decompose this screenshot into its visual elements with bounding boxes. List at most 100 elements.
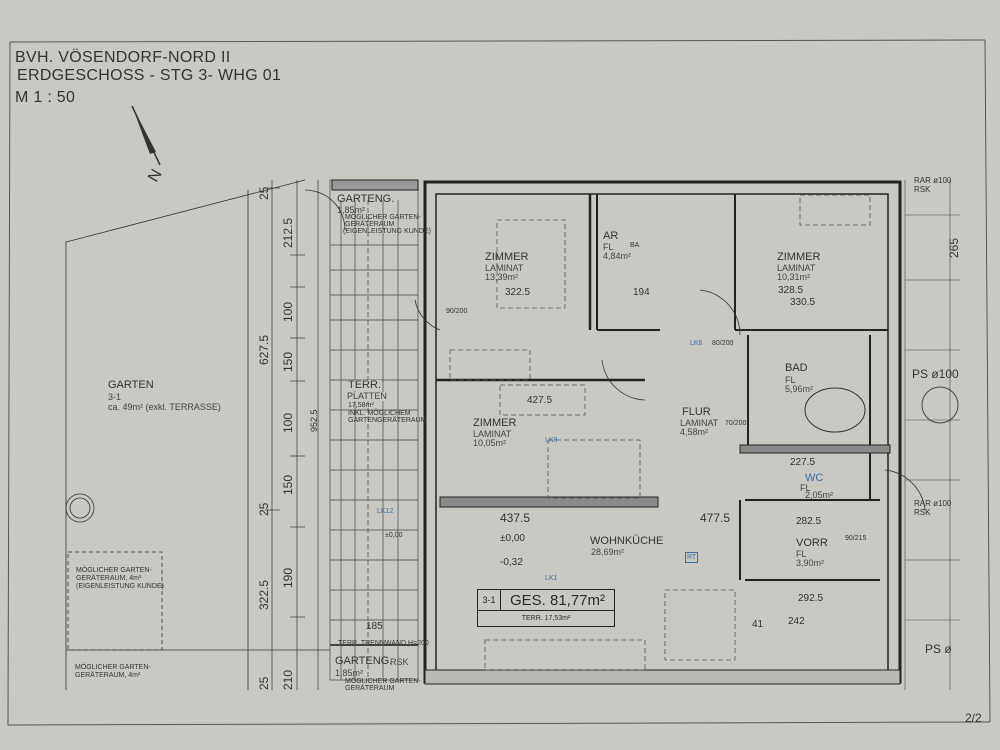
scale-label: M 1 : 50	[15, 89, 76, 106]
room-area: 10,05m²	[473, 438, 507, 448]
room-floor: LAMINAT	[680, 418, 719, 428]
shed-wall-hatch	[331, 179, 419, 191]
door-size-label: 90/215	[845, 535, 867, 542]
dimension-label: 25	[257, 676, 271, 690]
floor-level: ±0,00	[500, 533, 525, 544]
garden-name: GARTEN	[108, 379, 154, 391]
room-floor: FL	[785, 375, 796, 385]
rar-label: RAR ø100	[914, 499, 952, 508]
dimension-label: 100	[281, 412, 295, 433]
garden-outline	[65, 179, 330, 690]
dimension-lines	[265, 180, 319, 690]
room-name: WC	[805, 472, 824, 484]
garden-shed-note: MÖGLICHER GARTEN-	[345, 214, 421, 221]
dimension-label: 100	[281, 301, 295, 322]
unit-id: 3-1	[478, 590, 501, 611]
garden-shed-name: GARTENG.	[335, 655, 393, 667]
floor-title: ERDGESCHOSS - STG 3- WHG 01	[17, 67, 282, 84]
room-name: VORR	[796, 537, 828, 549]
room-floor: FL	[603, 242, 614, 252]
garden-shed-area: 1,85m²	[335, 668, 364, 678]
terrace-level: ±0,00	[385, 532, 403, 539]
garden-shed-area: 1,85m²	[337, 205, 366, 215]
shed-note: MÖGLICHER GARTEN-	[76, 567, 152, 574]
rsk-label: RSK	[914, 185, 931, 194]
garden-shed-note: GERÄTERAUM	[345, 221, 395, 228]
door-size-label: 80/200	[712, 340, 734, 347]
garden-shed-note: (EIGENLEISTUNG KUNDE)	[343, 228, 431, 235]
terrace-name: TERR.	[348, 379, 381, 391]
project-title: BVH. VÖSENDORF-NORD II	[15, 49, 231, 66]
room-floor: LAMINAT	[777, 263, 816, 273]
outside-level: -0,32	[500, 557, 523, 568]
room-name: FLUR	[682, 406, 711, 418]
lk-label: LK12	[377, 508, 394, 515]
dimension-label: 437.5	[500, 511, 531, 525]
dimension-label: 427.5	[527, 395, 553, 406]
dimension-label: 952.5	[309, 409, 319, 432]
room-area: 28,69m²	[591, 547, 625, 557]
terrace-tiles	[329, 179, 419, 681]
room-floor: LAMINAT	[473, 429, 512, 439]
area-summary-box: 3-1 GES. 81,77m² TERR. 17,53m²	[477, 589, 615, 627]
room-area: 13,39m²	[485, 272, 519, 282]
door-size-label: 70/200	[725, 420, 747, 427]
room-name: ZIMMER	[485, 251, 529, 263]
rain-pipe-icon	[921, 386, 959, 424]
dimension-label: 265	[947, 237, 961, 258]
shed-note: (EIGENLEISTUNG KUNDE)	[76, 583, 164, 590]
dimension-label: 227.5	[790, 457, 816, 468]
garden-id: 3-1	[108, 392, 122, 402]
lk-label: LK6	[690, 340, 703, 347]
furniture-outlines	[449, 194, 871, 671]
lk-label: LK8	[545, 437, 558, 444]
dimension-label: 477.5	[700, 511, 731, 525]
dimension-label: 328.5	[778, 285, 804, 296]
page-number: 2/2	[965, 711, 982, 725]
wall-hatch-2	[739, 444, 891, 454]
dimension-label: 25	[257, 186, 271, 200]
dimension-label: 627.5	[257, 334, 271, 365]
lk-label: LK1	[545, 575, 558, 582]
room-area: 5,96m²	[785, 384, 814, 394]
garden-area: ca. 49m² (exkl. TERRASSE)	[108, 402, 221, 412]
garden-shed-name: GARTENG.	[337, 193, 395, 205]
dimension-label: 330.5	[790, 297, 816, 308]
terrace-divider-label: TERR. TRENNWAND H=200	[338, 640, 429, 647]
wall-hatch-1	[439, 496, 659, 508]
terrace-floor: PLATTEN	[347, 391, 387, 401]
terrace-area-summary: TERR. 17,53m²	[521, 615, 571, 622]
dimension-label: 322.5	[257, 579, 271, 610]
terrace-area: 17,58m²	[348, 402, 374, 409]
room-area: 4,58m²	[680, 427, 709, 437]
room-floor: LAMINAT	[485, 263, 524, 273]
rar-label: RAR ø100	[914, 176, 952, 185]
room-name: ZIMMER	[777, 251, 821, 263]
room-name: ZIMMER	[473, 417, 517, 429]
sheet-border-right	[984, 39, 991, 723]
shed-note: GERÄTERAUM, 4m²	[75, 672, 141, 679]
dimension-label: 185	[366, 621, 383, 632]
door-swings	[304, 189, 926, 511]
shed-note: GERÄTERAUM, 4m²	[76, 575, 142, 582]
dimension-label: 322.5	[505, 287, 531, 298]
room-area: 10,31m²	[777, 272, 811, 282]
room-name: WOHNKÜCHE	[590, 535, 664, 547]
dimension-label: 210	[281, 669, 295, 690]
room-name: BAD	[785, 362, 808, 374]
dimension-label: 282.5	[796, 516, 822, 527]
outer-wall-bottom	[424, 669, 901, 685]
door-size-label: 90/200	[446, 308, 468, 315]
dimension-label: 150	[281, 474, 295, 495]
dimension-label: 242	[788, 616, 805, 627]
dimension-label: 25	[257, 502, 271, 516]
terrace-note: GARTENGERÄTERAUM	[348, 417, 427, 424]
garden-shed-note: GERÄTERAUM	[345, 685, 395, 692]
dimension-label: 212.5	[281, 217, 295, 248]
rsk-label: RSK	[390, 657, 409, 667]
ps-label: PS ø	[925, 642, 952, 656]
ps-label: PS ø100	[912, 367, 959, 381]
bathtub-icon	[804, 387, 866, 433]
dimension-label: 41	[752, 619, 764, 630]
shed-note: MÖGLICHER GARTEN-	[75, 664, 151, 671]
